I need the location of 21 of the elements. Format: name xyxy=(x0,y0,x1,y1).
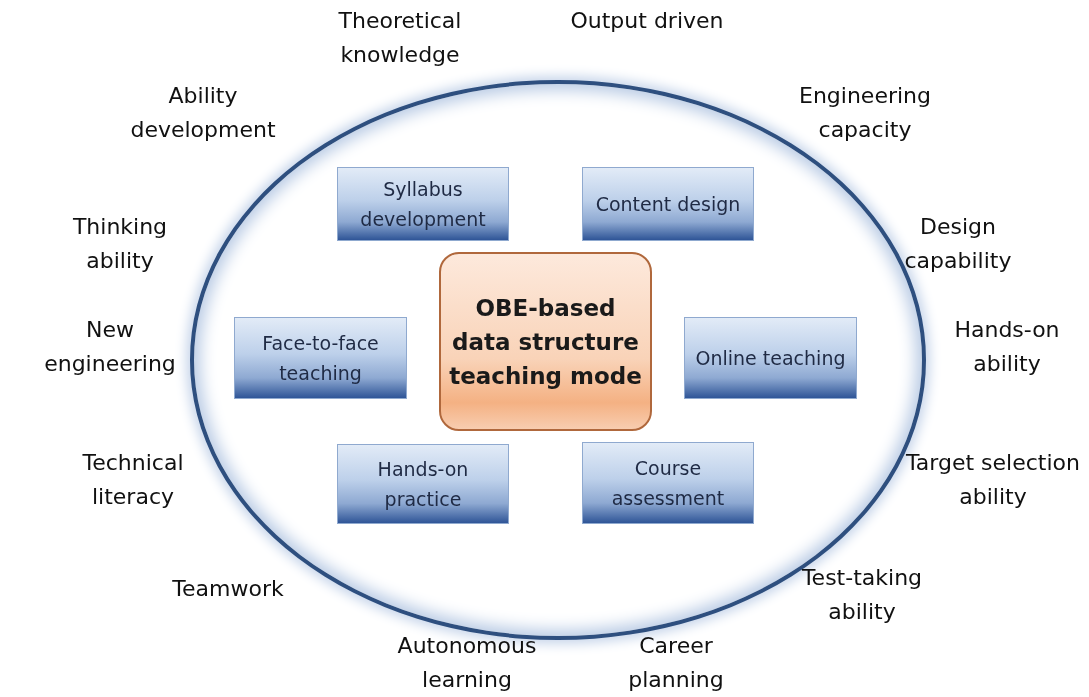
topic-box: Content design xyxy=(582,167,754,241)
outcome-label: Teamwork xyxy=(171,575,285,603)
outcome-label: Theoretical knowledge xyxy=(337,7,463,69)
topic-box: Syllabus development xyxy=(337,167,509,241)
outcome-label: Technical literacy xyxy=(81,449,185,511)
topic-box: Online teaching xyxy=(684,317,857,399)
outcome-label: Hands-on ability xyxy=(953,316,1061,378)
outcome-label: Target selection ability xyxy=(905,449,1081,511)
topic-box: Face-to-face teaching xyxy=(234,317,407,399)
outcome-label: Ability development xyxy=(129,82,277,144)
outcome-label: Autonomous learning xyxy=(396,632,538,694)
topic-box: Hands-on practice xyxy=(337,444,509,524)
outcome-label: Thinking ability xyxy=(71,213,169,275)
central-box: OBE-based data structure teaching mode xyxy=(439,252,652,431)
outcome-label: Design capability xyxy=(903,213,1013,275)
outcome-label: Output driven xyxy=(569,7,725,35)
outcome-label: Career planning xyxy=(627,632,725,694)
outcome-label: Engineering capacity xyxy=(798,82,932,144)
topic-box: Course assessment xyxy=(582,442,754,524)
outcome-label: New engineering xyxy=(43,316,177,378)
outcome-label: Test-taking ability xyxy=(800,564,924,626)
